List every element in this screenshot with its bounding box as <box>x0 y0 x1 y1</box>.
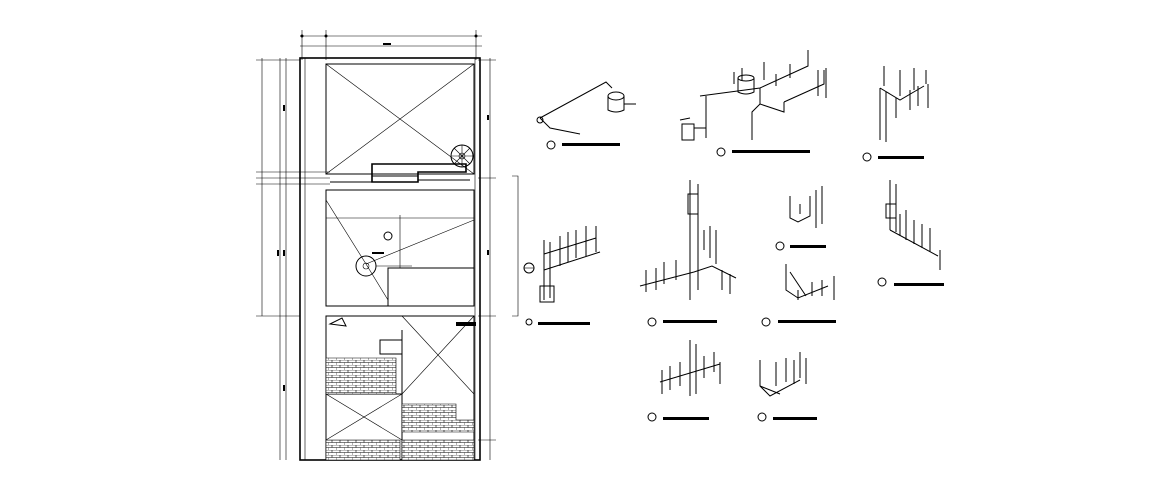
left-dimension-line <box>256 58 330 460</box>
view-title-circle-5 <box>647 317 657 327</box>
water-tank-symbol <box>355 255 377 277</box>
outer-wall <box>299 57 481 461</box>
view-title-circle-1 <box>546 140 556 150</box>
view-title-circle-7 <box>761 317 771 327</box>
view-title-circle-4 <box>525 318 533 326</box>
view-title-circle-3 <box>862 152 872 162</box>
view-title-circle-8 <box>877 277 887 287</box>
isometric-view-1 <box>536 81 636 150</box>
view-title-circle-6 <box>775 241 785 251</box>
right-dimension-line <box>478 58 496 460</box>
level-marker-icon <box>383 231 393 241</box>
isometric-view-9 <box>647 340 721 422</box>
view-title-circle-9 <box>647 412 657 422</box>
view-title-circle-2 <box>716 147 726 157</box>
isometric-view-6 <box>775 186 826 251</box>
top-room <box>325 63 475 183</box>
top-dimension-line <box>300 30 482 60</box>
isometric-view-7 <box>761 264 836 327</box>
floor-plan <box>256 30 496 461</box>
spiral-stair-symbol <box>450 144 474 168</box>
view-title-circle-10 <box>757 412 767 422</box>
isometric-view-4 <box>525 226 601 326</box>
middle-room <box>325 189 475 307</box>
lower-area <box>325 315 476 461</box>
isometric-view-5 <box>639 180 737 327</box>
isometric-view-3 <box>862 66 929 162</box>
isometric-view-8 <box>877 180 944 287</box>
isometric-view-2 <box>679 50 827 157</box>
isometric-view-10 <box>757 352 817 422</box>
